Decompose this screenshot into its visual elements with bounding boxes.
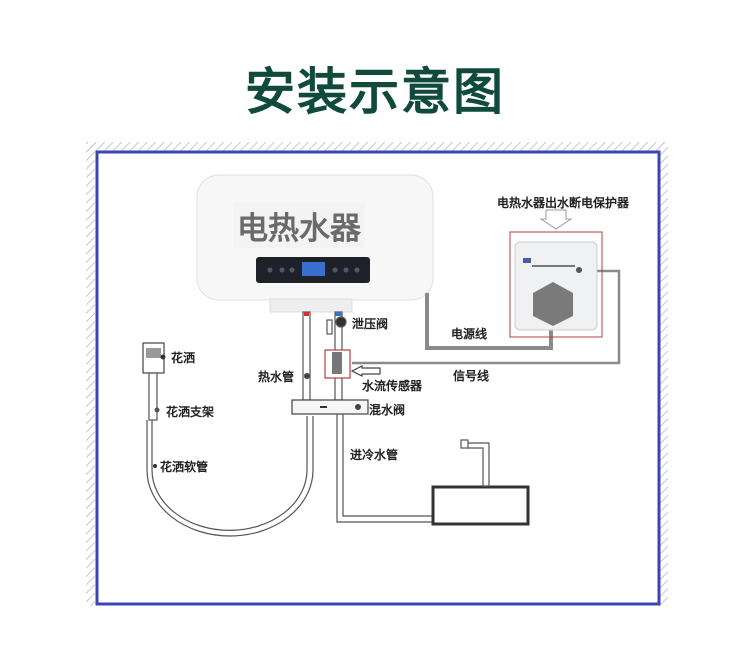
- shower-hose: [151, 416, 308, 531]
- cold-inlet-label: 进冷水管: [350, 448, 399, 462]
- shower-bracket: [148, 371, 158, 421]
- sink-icon: [431, 485, 530, 526]
- flow-sensor-label: 水流传感器: [362, 379, 423, 393]
- hot-pipe-label: 热水管: [258, 370, 295, 384]
- cold-inlet-pipe: [336, 414, 433, 523]
- mixing-valve-label: 混水阀: [369, 403, 406, 417]
- shower-hose-label: 花洒软管: [160, 460, 209, 474]
- signal-wire: [352, 269, 621, 365]
- faucet-icon: [467, 442, 490, 487]
- pressure-valve-label: 泄压阀: [352, 317, 389, 331]
- pipes: [142, 311, 530, 537]
- protector-device: [509, 209, 603, 338]
- mixing-valve: [291, 399, 369, 415]
- hot-pipe: [302, 311, 311, 401]
- wall-hatch: [86, 142, 668, 606]
- arrow-down-icon: [539, 209, 573, 230]
- pressure-valve-icon: [335, 316, 347, 328]
- power-cord: [425, 293, 553, 350]
- shower-head-label: 花洒: [171, 351, 196, 365]
- signal-wire-label: 信号线: [453, 369, 490, 383]
- arrow-left-icon: [350, 365, 381, 377]
- protector-label: 电热水器出水断电保护器: [497, 196, 630, 210]
- page-title: 安装示意图: [245, 63, 505, 121]
- heater-label: 电热水器: [233, 203, 365, 248]
- shower-bracket-label: 花洒支架: [166, 405, 215, 419]
- power-cord-label: 电源线: [451, 327, 488, 341]
